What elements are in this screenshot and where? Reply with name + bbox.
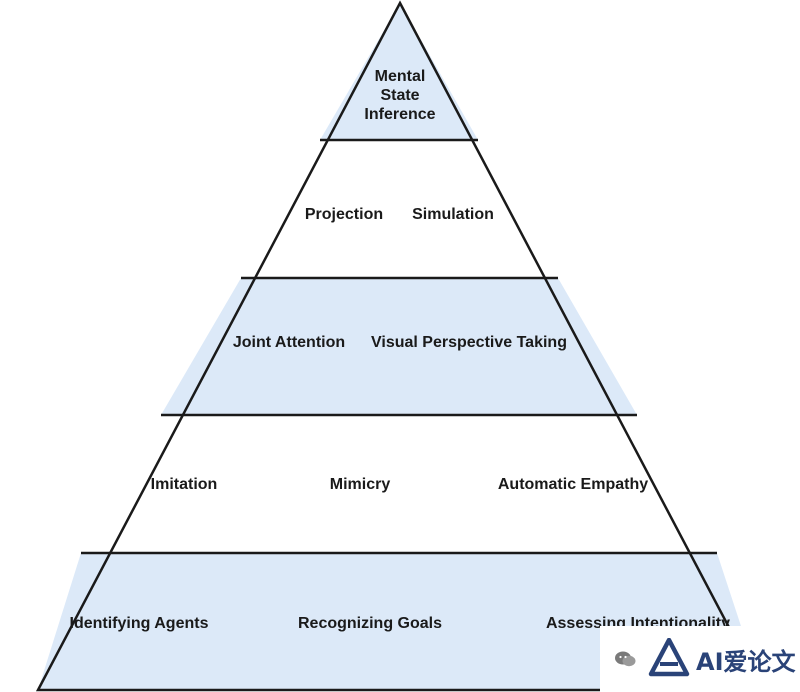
label-visual-perspective-taking: Visual Perspective Taking <box>371 334 567 351</box>
level-4-band <box>81 415 717 553</box>
label-inference: Inference <box>364 106 435 123</box>
level-2-band <box>241 140 558 278</box>
watermark: AI爱论文 <box>600 626 800 692</box>
level-5-band <box>38 553 762 690</box>
level-1-band <box>320 3 478 140</box>
wechat-icon <box>615 651 636 667</box>
label-mimicry: Mimicry <box>330 476 391 493</box>
ai-logo-icon <box>648 638 690 677</box>
label-automatic-empathy: Automatic Empathy <box>498 476 648 493</box>
label-projection: Projection <box>305 206 383 223</box>
level-3-band <box>161 278 637 415</box>
label-state: State <box>380 87 419 104</box>
label-recognizing-goals: Recognizing Goals <box>298 615 442 632</box>
label-identifying-agents: Identifying Agents <box>70 615 209 632</box>
watermark-text: AI爱论文 <box>696 647 796 676</box>
label-joint-attention: Joint Attention <box>233 334 345 351</box>
label-simulation: Simulation <box>412 206 494 223</box>
label-mental: Mental <box>375 68 426 85</box>
label-imitation: Imitation <box>151 476 218 493</box>
pyramid-outline <box>35 0 765 692</box>
